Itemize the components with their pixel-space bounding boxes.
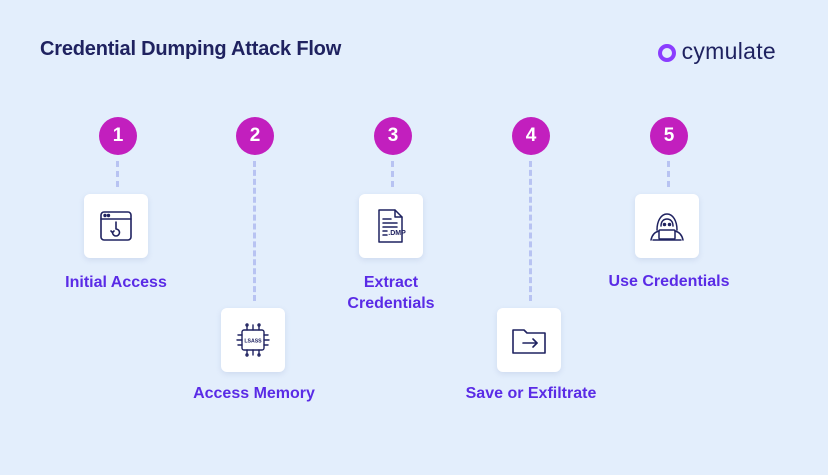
step-number-badge: 5 (650, 117, 688, 155)
connector-line (667, 161, 670, 187)
page-title: Credential Dumping Attack Flow (40, 38, 342, 60)
step-icon-card (497, 308, 561, 372)
brand-mark-icon (657, 43, 676, 62)
step-label-line-1: Extract (363, 274, 419, 291)
folder-export-icon (512, 329, 546, 354)
step-icon-card: LSASS (221, 308, 285, 372)
brand-name: cymulate (681, 38, 776, 64)
step-number-badge: 3 (374, 117, 412, 155)
step-label: Initial Access (65, 274, 167, 291)
connector-line (253, 161, 256, 301)
connector-line (529, 161, 532, 301)
lsass-chip-icon: LSASS (236, 323, 270, 357)
step-label: Save or Exfiltrate (465, 385, 597, 402)
chip-text: LSASS (244, 339, 262, 345)
step-label-line-2: Credentials (347, 295, 435, 312)
step-icon-card (635, 194, 699, 258)
step-icon-card (84, 194, 148, 258)
step-number-badge: 2 (236, 117, 274, 155)
brand-logo: cymulate (657, 38, 776, 65)
dmp-file-icon: .DMP (378, 209, 406, 243)
step-label: Extract Credentials (322, 272, 460, 314)
connector-line (116, 161, 119, 187)
step-number-badge: 4 (512, 117, 550, 155)
browser-hook-icon (100, 211, 132, 241)
file-text: .DMP (388, 230, 406, 237)
connector-line (391, 161, 394, 187)
step-icon-card: .DMP (359, 194, 423, 258)
step-label: Access Memory (193, 385, 315, 402)
step-number-badge: 1 (99, 117, 137, 155)
step-label: Use Credentials (608, 273, 730, 290)
hacker-laptop-icon (650, 213, 684, 241)
